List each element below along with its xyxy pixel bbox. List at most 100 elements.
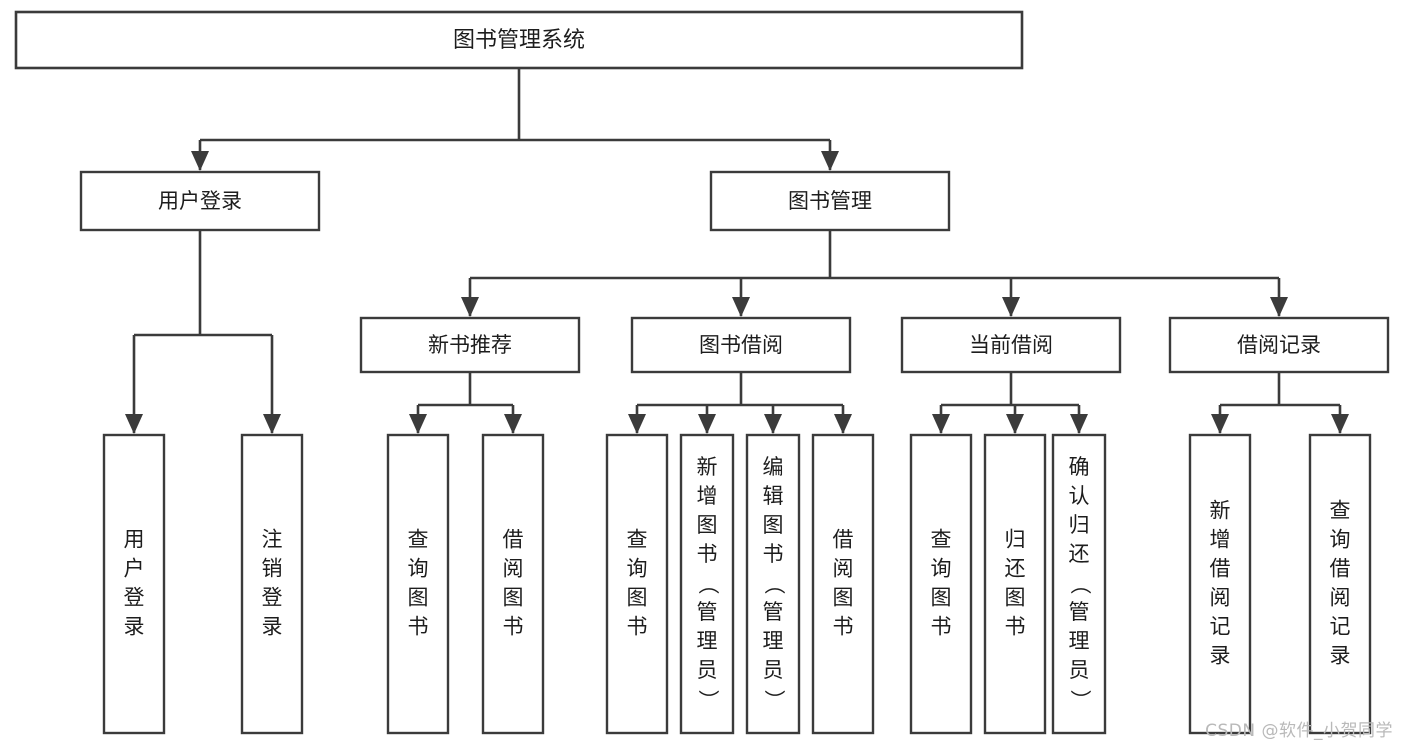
nodes-layer: 图书管理系统用户登录图书管理新书推荐图书借阅当前借阅借阅记录用户登录注销登录查询… (14, 10, 1390, 735)
node-leaf-borrow-book-2-box[interactable] (811, 433, 875, 735)
leaf-char: （ (696, 574, 720, 595)
leaf-char: 确 (1069, 455, 1090, 479)
arrowhead-icon (932, 414, 950, 434)
arrowhead-icon (821, 151, 839, 171)
leaf-char: 用 (124, 528, 145, 552)
arrowhead-icon (732, 297, 750, 317)
leaf-char: 员 (1069, 658, 1090, 682)
leaf-char: 借 (503, 528, 524, 552)
leaf-char: ） (762, 690, 786, 711)
node-borrow-record[interactable]: 借阅记录 (1168, 316, 1390, 374)
leaf-char: 图 (408, 586, 429, 610)
leaf-char: 图 (697, 513, 718, 537)
node-borrow-record-box[interactable] (1168, 316, 1390, 374)
node-new-book-recommend-box[interactable] (359, 316, 581, 374)
node-book-borrow[interactable]: 图书借阅 (630, 316, 852, 374)
arrowhead-icon (1270, 297, 1288, 317)
arrowhead-icon (698, 414, 716, 434)
node-leaf-add-book-box[interactable] (679, 433, 735, 735)
node-book-borrow-box[interactable] (630, 316, 852, 374)
leaf-char: 查 (627, 528, 648, 552)
node-leaf-edit-book-box[interactable] (745, 433, 801, 735)
leaf-char: 图 (763, 513, 784, 537)
node-root-label: 图书管理系统 (453, 28, 585, 53)
node-current-borrow-box[interactable] (900, 316, 1122, 374)
leaf-char: 查 (931, 528, 952, 552)
node-leaf-user-login-box[interactable] (102, 433, 166, 735)
leaf-char: （ (762, 574, 786, 595)
leaf-char: 管 (697, 600, 718, 624)
leaf-char: （ (1068, 574, 1092, 595)
node-new-book-recommend[interactable]: 新书推荐 (359, 316, 581, 374)
node-user-login[interactable]: 用户登录 (79, 170, 321, 232)
leaf-char: 录 (124, 615, 145, 639)
leaf-char: 图 (503, 586, 524, 610)
leaf-char: 注 (262, 528, 283, 552)
leaf-char: 记 (1330, 615, 1351, 639)
leaf-char: 借 (1330, 557, 1351, 581)
leaf-char: 图 (833, 586, 854, 610)
node-leaf-query-record-box[interactable] (1308, 433, 1372, 735)
leaf-char: 阅 (503, 557, 524, 581)
node-leaf-user-login[interactable]: 用户登录 (102, 433, 166, 735)
node-leaf-add-record-box[interactable] (1188, 433, 1252, 735)
node-leaf-query-book-3-box[interactable] (909, 433, 973, 735)
leaf-char: 登 (262, 586, 283, 610)
node-user-login-box[interactable] (79, 170, 321, 232)
leaf-char: 书 (931, 615, 952, 639)
leaf-char: 录 (1210, 644, 1231, 668)
node-leaf-confirm-return-box[interactable] (1051, 433, 1107, 735)
leaf-char: 认 (1069, 484, 1090, 508)
node-leaf-query-book-2-box[interactable] (605, 433, 669, 735)
connectors-layer (125, 68, 1349, 434)
node-book-manage[interactable]: 图书管理 (709, 170, 951, 232)
arrowhead-icon (1006, 414, 1024, 434)
leaf-char: 询 (931, 557, 952, 581)
leaf-char: 查 (408, 528, 429, 552)
leaf-char: 借 (833, 528, 854, 552)
node-leaf-borrow-book-1-box[interactable] (481, 433, 545, 735)
leaf-char: 登 (124, 586, 145, 610)
leaf-char: 增 (1210, 528, 1231, 552)
leaf-char: 录 (262, 615, 283, 639)
node-book-manage-box[interactable] (709, 170, 951, 232)
leaf-char: 增 (697, 484, 718, 508)
node-root-box[interactable] (14, 10, 1024, 70)
leaf-char: 书 (833, 615, 854, 639)
leaf-char: 阅 (1330, 586, 1351, 610)
arrowhead-icon (191, 151, 209, 171)
leaf-char: 书 (503, 615, 524, 639)
leaf-char: 书 (763, 542, 784, 566)
leaf-char: 询 (1330, 528, 1351, 552)
node-leaf-return-book-box[interactable] (983, 433, 1047, 735)
node-current-borrow[interactable]: 当前借阅 (900, 316, 1122, 374)
leaf-char: 归 (1069, 513, 1090, 537)
node-leaf-logout-box[interactable] (240, 433, 304, 735)
leaf-char: 理 (697, 629, 718, 653)
node-leaf-query-book-1-box[interactable] (386, 433, 450, 735)
node-root[interactable]: 图书管理系统 (14, 10, 1024, 70)
leaf-char: 理 (1069, 629, 1090, 653)
leaf-char: 借 (1210, 557, 1231, 581)
node-leaf-user-login-label: 用户登录 (124, 528, 145, 639)
node-borrow-record-label: 借阅记录 (1237, 333, 1321, 357)
